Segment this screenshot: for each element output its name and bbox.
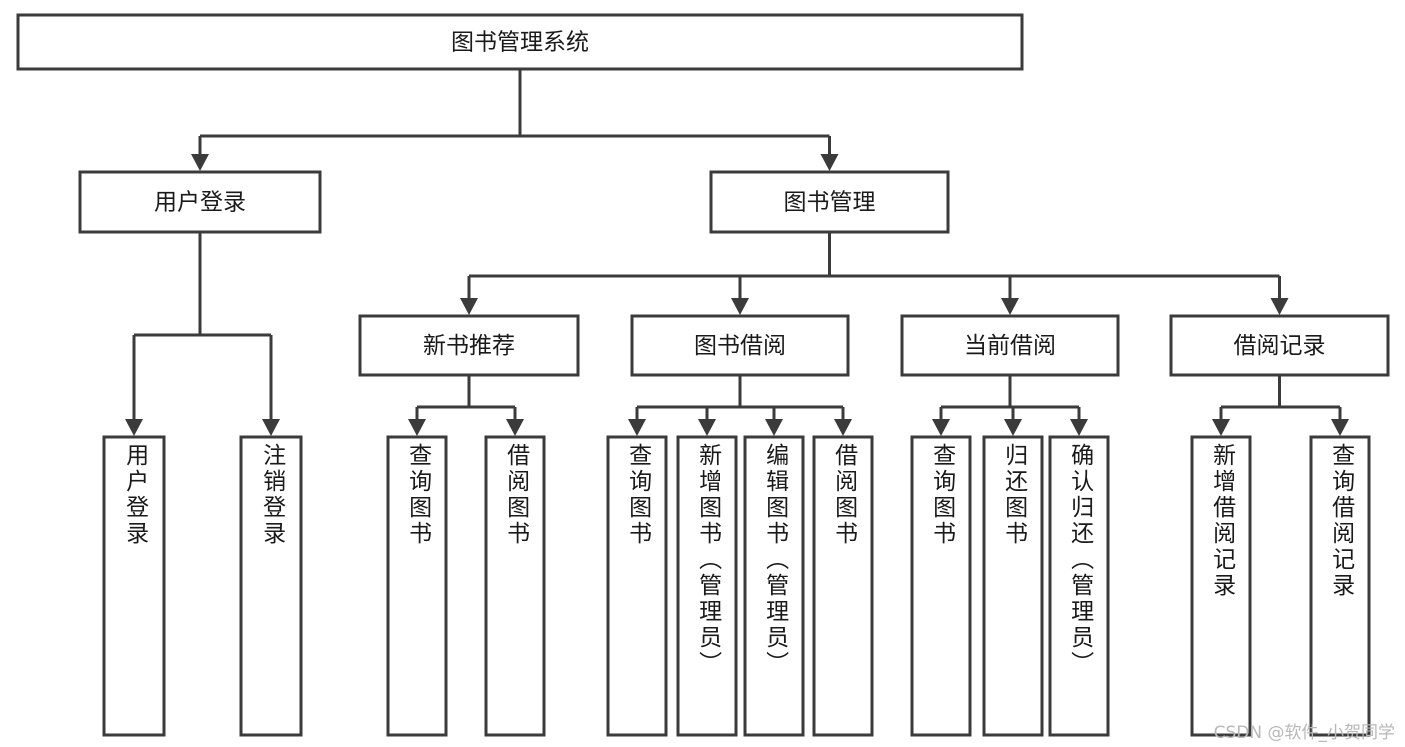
arrow-head-icon — [698, 419, 716, 436]
arrow-head-icon — [1001, 298, 1019, 315]
node-box — [1169, 314, 1390, 377]
node-label: 借阅记录 — [1234, 333, 1326, 359]
node-leaf-borrow-book-rec[interactable] — [484, 435, 546, 737]
node-box — [709, 170, 950, 234]
node-label: 当前借阅 — [964, 333, 1056, 359]
node-leaf-query-book-rec[interactable] — [386, 435, 448, 737]
node-user-login[interactable]: 用户登录 — [78, 170, 322, 234]
leaf-label-leaf-borrow-book-rec: 借阅图书 — [502, 443, 529, 547]
node-leaf-user-login[interactable] — [102, 435, 166, 737]
node-new-book-rec[interactable]: 新书推荐 — [358, 314, 580, 377]
node-box — [358, 314, 580, 377]
node-box — [910, 435, 972, 737]
leaf-label-leaf-query-record: 查询借阅记录 — [1327, 443, 1354, 599]
node-current-borrow[interactable]: 当前借阅 — [900, 314, 1120, 377]
leaf-label-leaf-query-book-rec: 查询图书 — [404, 443, 431, 547]
arrow-head-icon — [191, 154, 209, 171]
node-box — [1190, 435, 1252, 737]
arrow-head-icon — [460, 298, 478, 315]
arrow-head-icon — [765, 419, 783, 436]
node-label: 图书管理系统 — [451, 30, 589, 56]
leaf-label-leaf-query-book-borrow: 查询图书 — [624, 443, 651, 547]
node-box — [1048, 435, 1110, 737]
arrow-head-icon — [1331, 419, 1349, 436]
node-leaf-query-book-current[interactable] — [910, 435, 972, 737]
node-leaf-return-book[interactable] — [982, 435, 1044, 737]
node-label: 用户登录 — [154, 190, 246, 216]
node-box — [78, 170, 322, 234]
leaf-label-leaf-user-logout: 注销登录 — [258, 443, 285, 547]
connector-layer — [125, 69, 1349, 436]
node-leaf-add-book[interactable] — [676, 435, 738, 737]
arrow-head-icon — [628, 419, 646, 436]
arrow-head-icon — [125, 419, 143, 436]
arrow-head-icon — [1270, 298, 1289, 315]
leaf-label-leaf-borrow-book: 借阅图书 — [830, 443, 857, 547]
node-box — [239, 435, 303, 737]
node-borrow-record[interactable]: 借阅记录 — [1169, 314, 1390, 377]
node-book-borrow[interactable]: 图书借阅 — [630, 314, 850, 377]
node-box — [743, 435, 805, 737]
node-leaf-query-book-borrow[interactable] — [606, 435, 668, 737]
node-root[interactable]: 图书管理系统 — [16, 13, 1024, 71]
node-box — [1309, 435, 1371, 737]
node-box — [900, 314, 1120, 377]
node-box — [386, 435, 448, 737]
node-label: 图书管理 — [784, 190, 876, 216]
node-box — [982, 435, 1044, 737]
leaf-label-leaf-edit-book: 编辑图书（管理员） — [761, 443, 788, 677]
arrow-head-icon — [834, 419, 852, 436]
leaf-label-leaf-user-login: 用户登录 — [121, 443, 148, 547]
watermark-text: CSDN @软件_小贺同学 — [1213, 723, 1395, 743]
node-box — [16, 13, 1024, 71]
arrow-head-icon — [1004, 419, 1022, 436]
node-label: 新书推荐 — [423, 333, 515, 359]
leaf-label-leaf-query-book-current: 查询图书 — [928, 443, 955, 547]
arrow-head-icon — [1070, 419, 1088, 436]
node-box — [676, 435, 738, 737]
node-leaf-confirm-return[interactable] — [1048, 435, 1110, 737]
node-leaf-user-logout[interactable] — [239, 435, 303, 737]
arrow-head-icon — [932, 419, 950, 436]
node-label: 图书借阅 — [694, 333, 786, 359]
leaf-label-leaf-add-book: 新增图书（管理员） — [694, 443, 721, 677]
node-box — [630, 314, 850, 377]
leaf-label-leaf-return-book: 归还图书 — [1000, 443, 1027, 547]
node-leaf-add-record[interactable] — [1190, 435, 1252, 737]
arrow-head-icon — [408, 419, 426, 436]
node-leaf-edit-book[interactable] — [743, 435, 805, 737]
node-leaf-query-record[interactable] — [1309, 435, 1371, 737]
node-box — [484, 435, 546, 737]
arrow-head-icon — [1212, 419, 1230, 436]
arrow-head-icon — [820, 154, 839, 171]
node-box — [606, 435, 668, 737]
node-book-manage[interactable]: 图书管理 — [709, 170, 950, 234]
node-box — [812, 435, 874, 737]
node-leaf-borrow-book[interactable] — [812, 435, 874, 737]
leaf-label-leaf-add-record: 新增借阅记录 — [1208, 443, 1235, 599]
arrow-head-icon — [731, 298, 749, 315]
arrow-head-icon — [262, 419, 280, 436]
node-box — [102, 435, 166, 737]
leaf-label-leaf-confirm-return: 确认归还（管理员） — [1066, 443, 1093, 677]
arrow-head-icon — [506, 419, 524, 436]
